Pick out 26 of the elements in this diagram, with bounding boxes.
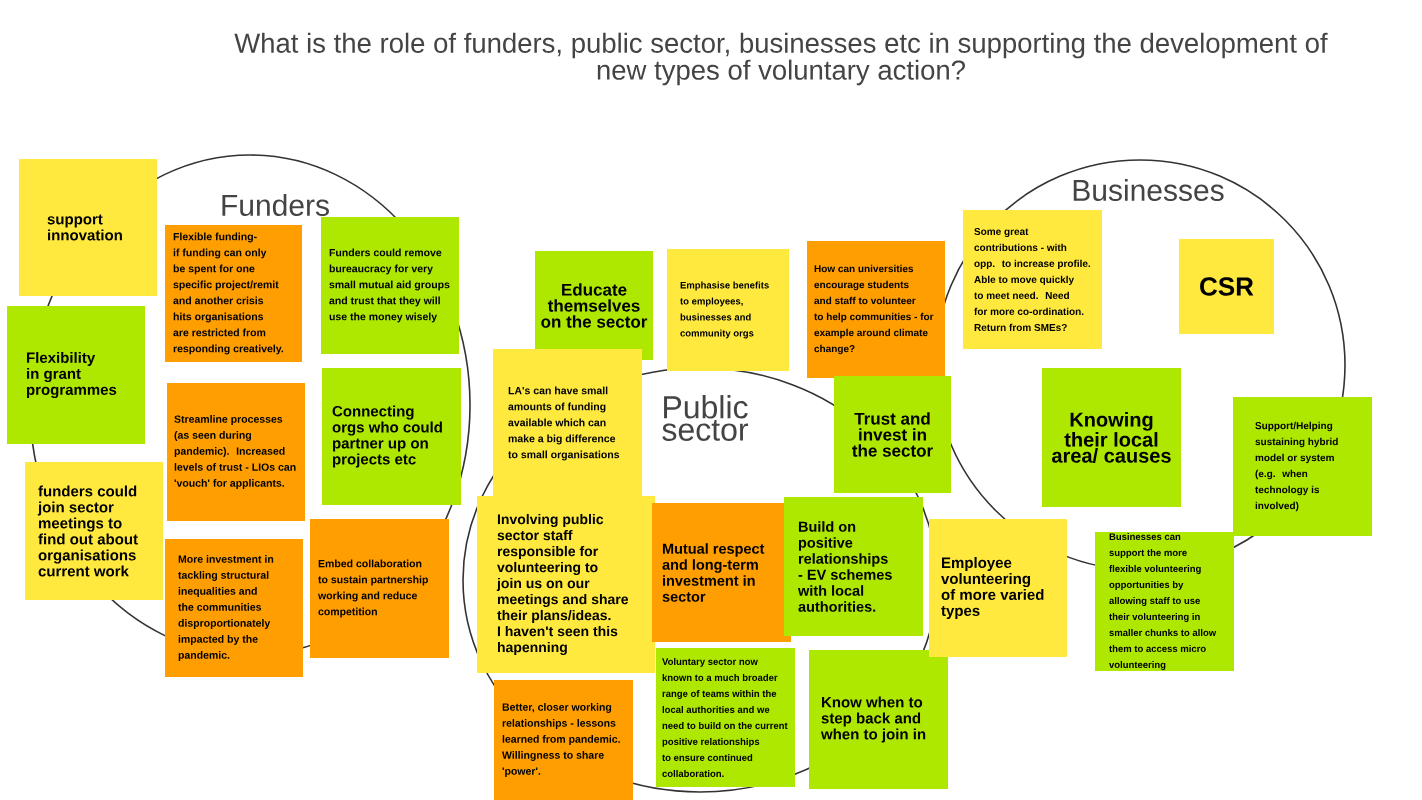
sticky-note: Educate themselves on the sector	[535, 251, 653, 360]
sticky-note: More investment in tackling structural inequalities and the communities disproportionately impacted by the pandemic.	[165, 539, 303, 677]
sticky-note: Trust and invest in the sector	[834, 376, 951, 493]
sticky-note: LA's can have small amounts of funding available which can make a big difference to small organisations	[493, 349, 642, 498]
sticky-note: Connecting orgs who could partner up on projects etc	[322, 368, 461, 505]
title: What is the role of funders, public sector, businesses etc in supporting the development of new types of voluntary action?	[234, 32, 1328, 86]
sticky-note: Employee volunteering of more varied types	[929, 519, 1067, 657]
sticky-note: Streamline processes (as seen during pandemic). Increased levels of trust - LIOs can 'vouch' for applicants.	[167, 383, 305, 521]
sticky-note: CSR	[1179, 239, 1274, 334]
sticky-note: Funders could remove bureaucracy for very small mutual aid groups and trust that they will use the money wisely	[321, 217, 459, 354]
sticky-note: Flexibility in grant programmes	[7, 306, 145, 444]
sticky-note: Know when to step back and when to join in	[809, 650, 948, 789]
sticky-note: Mutual respect and long-term investment in sector	[652, 503, 791, 642]
sticky-note: Build on positive relationships - EV schemes with local authorities.	[784, 497, 923, 636]
sticky-note: Embed collaboration to sustain partnership working and reduce competition	[310, 519, 449, 658]
sticky-note: Better, closer working relationships - lessons learned from pandemic. Willingness to share 'power'.	[494, 680, 633, 800]
sticky-note: Voluntary sector now known to a much broader range of teams within the local authorities and we need to build on the current positive relationships to ensure continued collaboration.	[656, 648, 795, 787]
sticky-note: Businesses can support the more flexible volunteering opportunities by allowing staff to use their volunteering in smaller chunks to allow them to access micro volunteering	[1095, 532, 1234, 671]
sticky-note: support innovation	[19, 159, 157, 296]
sticky-note: Knowing their local area/ causes	[1042, 368, 1181, 507]
sticky-note: How can universities encourage students and staff to volunteer to help communities - for example around climate change?	[807, 241, 945, 378]
sticky-note: Support/Helping sustaining hybrid model or system (e.g. when technology is involved)	[1233, 397, 1372, 536]
sticky-note: funders could join sector meetings to find out about organisations current work	[25, 462, 163, 600]
sticky-note: Flexible funding- if funding can only be spent for one specific project/remit and another crisis hits organisations are restricted from responding creatively.	[165, 225, 302, 362]
sticky-note: Emphasise benefits to employees, businesses and community orgs	[667, 249, 789, 371]
sticky-note: Involving public sector staff responsible for volunteering to join us on our meetings and share their plans/ideas. I haven't seen this hapenning	[477, 496, 655, 673]
